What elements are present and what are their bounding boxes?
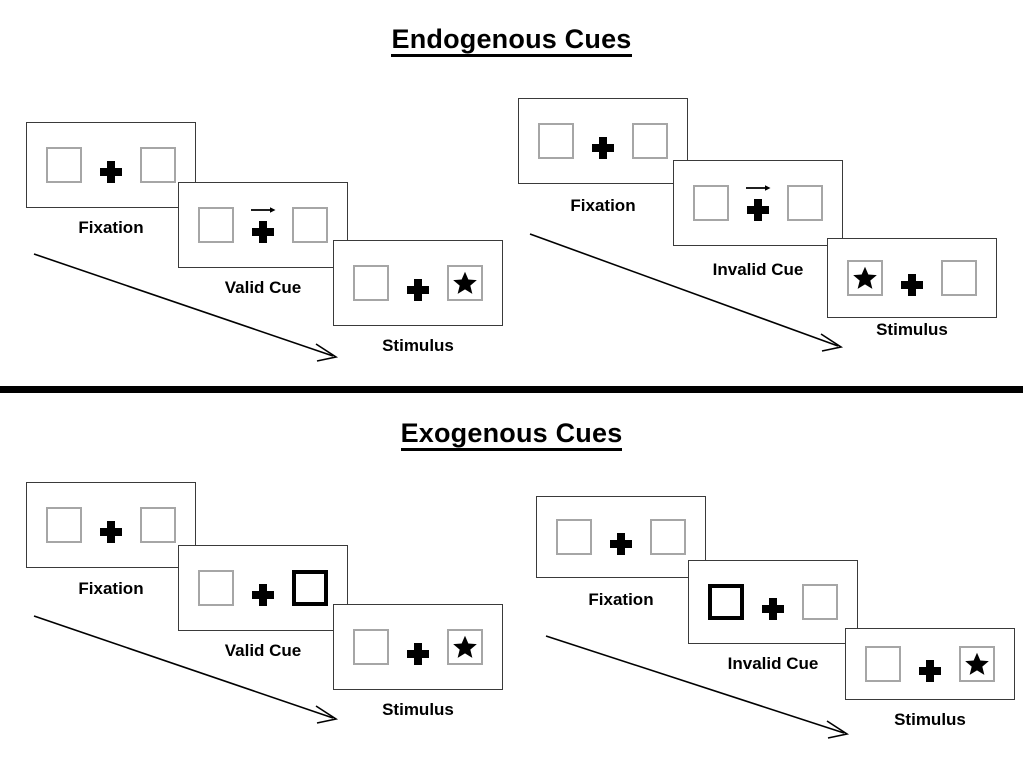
- trial-frame-inner: [865, 646, 995, 682]
- right-box: [447, 265, 483, 301]
- trial-frame-inner: [46, 507, 176, 543]
- fixation-cross-icon: [100, 161, 122, 183]
- right-box: [802, 584, 838, 620]
- time-arrow-exogenous-invalid: [545, 635, 850, 739]
- left-box: [865, 646, 901, 682]
- cue-slot: [407, 629, 429, 665]
- right-box: [787, 185, 823, 221]
- trial-frame-inner: [538, 123, 668, 159]
- cue-slot: [746, 185, 771, 221]
- fixation-cross-icon: [592, 137, 614, 159]
- frame-caption: Fixation: [78, 218, 144, 237]
- arrow-right-cue-icon: [251, 207, 276, 213]
- frame-caption: Stimulus: [382, 336, 454, 355]
- trial-frame-inner: [556, 519, 686, 555]
- trial-frame-fixation: [26, 482, 196, 568]
- cue-slot: [100, 507, 122, 543]
- arrow-right-cue-icon: [746, 185, 771, 191]
- section-divider: [0, 386, 1023, 393]
- trial-frame-valid-cue: [178, 545, 348, 631]
- trial-frame-inner: [708, 584, 838, 620]
- left-box: [693, 185, 729, 221]
- fixation-cross-icon: [407, 643, 429, 665]
- frame-caption: Invalid Cue: [727, 654, 819, 673]
- cue-slot: [251, 207, 276, 243]
- fixation-cross-icon: [407, 279, 429, 301]
- right-box: [140, 147, 176, 183]
- left-box: [847, 260, 883, 296]
- fixation-cross-icon: [252, 584, 274, 606]
- star-target-icon: [964, 651, 990, 677]
- cue-slot: [610, 519, 632, 555]
- frame-caption: Valid Cue: [224, 278, 302, 297]
- star-target-icon: [452, 634, 478, 660]
- trial-frame-inner: [46, 147, 176, 183]
- frame-caption: Fixation: [570, 196, 636, 215]
- trial-frame-invalid-cue: [673, 160, 843, 246]
- right-box: [140, 507, 176, 543]
- cue-slot: [919, 646, 941, 682]
- left-box-cued: [708, 584, 744, 620]
- frame-caption: Fixation: [78, 579, 144, 598]
- frame-caption: Stimulus: [382, 700, 454, 719]
- section-title-endogenous-text: Endogenous Cues: [391, 25, 632, 58]
- right-box: [650, 519, 686, 555]
- left-box: [538, 123, 574, 159]
- right-box: [632, 123, 668, 159]
- left-box: [556, 519, 592, 555]
- left-box: [353, 265, 389, 301]
- trial-frame-inner: [847, 260, 977, 296]
- fixation-cross-icon: [747, 199, 769, 221]
- section-title-exogenous-text: Exogenous Cues: [400, 419, 623, 452]
- trial-frame-inner: [198, 570, 328, 606]
- trial-frame-inner: [353, 265, 483, 301]
- trial-frame-fixation: [518, 98, 688, 184]
- trial-frame-stimulus: [333, 604, 503, 690]
- section-title-exogenous: Exogenous Cues: [0, 418, 1023, 452]
- trial-frame-valid-cue: [178, 182, 348, 268]
- fixation-cross-icon: [610, 533, 632, 555]
- trial-frame-stimulus: [845, 628, 1015, 700]
- cue-slot: [901, 260, 923, 296]
- fixation-cross-icon: [919, 660, 941, 682]
- trial-frame-fixation: [26, 122, 196, 208]
- cue-slot: [592, 123, 614, 159]
- frame-caption: Stimulus: [876, 320, 948, 339]
- fixation-cross-icon: [901, 274, 923, 296]
- cue-slot: [762, 584, 784, 620]
- trial-frame-fixation: [536, 496, 706, 578]
- trial-frame-stimulus: [333, 240, 503, 326]
- left-box: [198, 207, 234, 243]
- trial-frame-invalid-cue: [688, 560, 858, 644]
- right-box: [292, 207, 328, 243]
- star-target-icon: [452, 270, 478, 296]
- cue-slot: [407, 265, 429, 301]
- cue-slot: [252, 570, 274, 606]
- trial-frame-inner: [693, 185, 823, 221]
- right-box: [941, 260, 977, 296]
- left-box: [353, 629, 389, 665]
- section-title-endogenous: Endogenous Cues: [0, 24, 1023, 58]
- fixation-cross-icon: [100, 521, 122, 543]
- trial-frame-inner: [198, 207, 328, 243]
- frame-caption: Stimulus: [894, 710, 966, 729]
- trial-frame-inner: [353, 629, 483, 665]
- frame-caption: Invalid Cue: [712, 260, 804, 279]
- right-box: [959, 646, 995, 682]
- trial-frame-stimulus: [827, 238, 997, 318]
- fixation-cross-icon: [252, 221, 274, 243]
- frame-caption: Valid Cue: [224, 641, 302, 660]
- frame-caption: Fixation: [588, 590, 654, 609]
- left-box: [198, 570, 234, 606]
- left-box: [46, 147, 82, 183]
- right-box-cued: [292, 570, 328, 606]
- fixation-cross-icon: [762, 598, 784, 620]
- right-box: [447, 629, 483, 665]
- star-target-icon: [852, 265, 878, 291]
- time-arrow-endogenous-invalid: [529, 233, 844, 352]
- cue-slot: [100, 147, 122, 183]
- left-box: [46, 507, 82, 543]
